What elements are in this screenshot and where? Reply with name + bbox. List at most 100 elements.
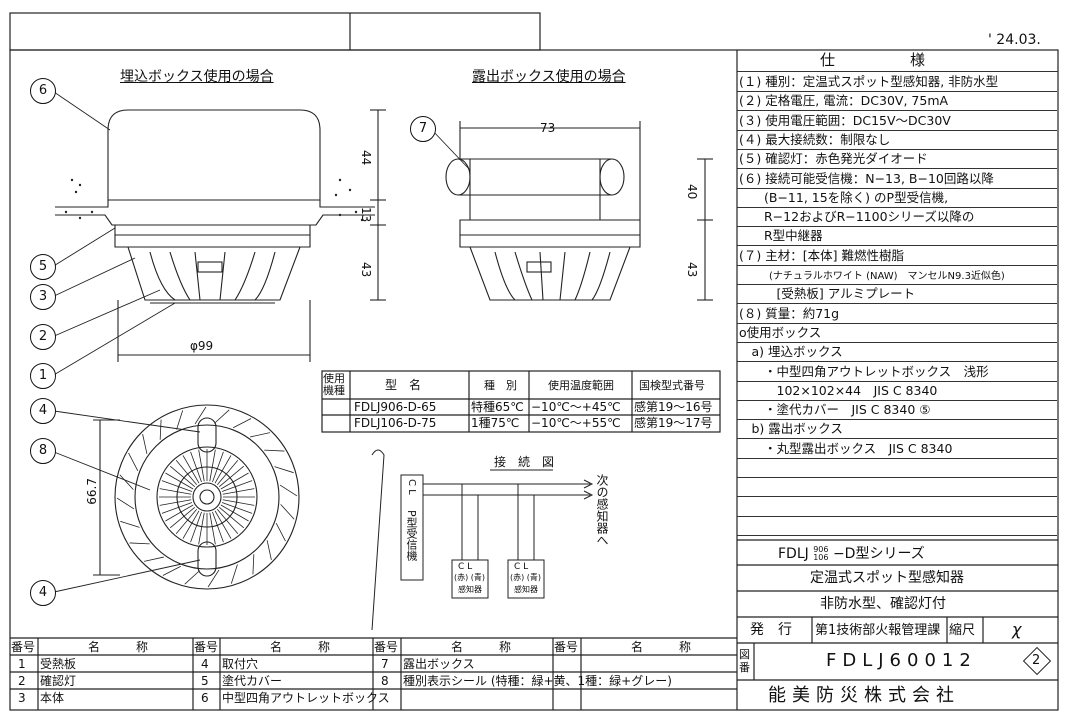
- outer-fin-line: [252, 554, 255, 575]
- model-header-use: 使用機種: [323, 372, 345, 397]
- model-header-temp: 使用温度範囲: [548, 379, 614, 392]
- spec-line-text: (４) 最大接続数：制限なし: [739, 131, 891, 147]
- spec-line-text: o使用ボックス: [739, 324, 822, 340]
- fin-line: [161, 480, 193, 492]
- outer-fin-line: [119, 474, 134, 490]
- callout-1: 1: [30, 363, 56, 389]
- fin-line: [220, 504, 249, 522]
- spec-line-text: (８) 質量：約71g: [739, 305, 840, 321]
- part-name: 受熱板: [40, 657, 77, 671]
- part-name: 種別表示シール (特種：緑+黄、1種：緑+グレー): [403, 674, 672, 688]
- fin-line: [169, 506, 196, 529]
- fin-line: [222, 499, 255, 506]
- outer-fin-line: [162, 565, 181, 576]
- outer-fin-line: [233, 418, 252, 429]
- outer-fin-line: [128, 452, 139, 471]
- outer-fin-line: [280, 504, 295, 520]
- outer-fin-line: [129, 542, 150, 545]
- spec-line-text: [受熱板] アルミプレート: [739, 286, 916, 302]
- part-number: 5: [201, 674, 209, 688]
- wiring-title: 接 続 図: [494, 455, 555, 469]
- series-bottom: 106: [813, 553, 829, 562]
- surface-mount-title: 露出ボックス使用の場合: [472, 69, 626, 85]
- spec-line-text: (７) 主材：[本体] 難燃性樹脂: [739, 247, 904, 263]
- model-header-type: 種 別: [484, 379, 517, 392]
- callout-7: 7: [410, 116, 436, 142]
- outer-fin-line: [275, 523, 286, 542]
- fin-line: [159, 488, 192, 495]
- part-name: 露出ボックス: [403, 657, 475, 671]
- parts-header-no: 番号: [194, 640, 219, 654]
- dim-40: 40: [685, 184, 699, 200]
- spec-line-text: ・中型四角アウトレットボックス 浅形: [739, 363, 989, 379]
- fin-line: [214, 455, 232, 484]
- model-row-2-cert: 感第19〜17号: [634, 416, 713, 430]
- outer-fin-line: [142, 434, 148, 454]
- fin-line: [169, 465, 196, 488]
- spec-line-text: ・丸型露出ボックス JIS C 8340: [739, 440, 953, 456]
- outer-fin-line: [250, 432, 270, 438]
- spec-line: b) 露出ボックス: [737, 419, 1057, 440]
- outer-fin-line: [279, 484, 298, 497]
- spec-line-text: (２) 定格電圧, 電流：DC30V, 75mA: [739, 93, 949, 109]
- fin-line: [222, 488, 255, 495]
- det2-label: 感知器: [514, 585, 538, 594]
- outer-fin-line: [176, 410, 184, 430]
- outer-fin-line: [116, 497, 135, 510]
- outer-fin-line: [120, 520, 140, 528]
- company-name: 能美防災株式会社: [768, 685, 960, 706]
- model-row-1-cert: 感第19〜16号: [634, 400, 713, 414]
- dim-44: 44: [359, 150, 373, 166]
- spec-line-text: (５) 確認灯：赤色発光ダイオード: [739, 151, 928, 167]
- issue-label: 発 行: [750, 622, 792, 638]
- part-name: 中型四角アウトレットボックス: [222, 691, 390, 705]
- dim-43-surface: 43: [685, 262, 699, 278]
- det1-colors: (赤) (青): [454, 573, 486, 582]
- fin-line: [182, 510, 200, 539]
- dim-73: 73: [540, 121, 556, 135]
- spec-line: (３) 使用電圧範囲：DC15V〜DC30V: [737, 111, 1057, 131]
- fin-line: [190, 511, 202, 543]
- spec-line: (１) 種別：定温式スポット型感知器, 非防水型: [737, 72, 1057, 92]
- model-row-2-name: FDLJ106-D-75: [354, 416, 437, 430]
- outer-fin-line: [144, 556, 164, 562]
- fin-line: [182, 455, 200, 484]
- callout-2: 2: [30, 324, 56, 350]
- fin-line: [161, 502, 193, 514]
- det2-colors: (赤) (青): [510, 573, 542, 582]
- spec-line: [受熱板] アルミプレート: [737, 284, 1057, 305]
- spec-line: (７) 主材：[本体] 難燃性樹脂: [737, 246, 1057, 266]
- spec-line-text: b) 露出ボックス: [739, 421, 843, 437]
- model-row-1-type: 特種65℃: [471, 400, 524, 414]
- part-name: 取付穴: [222, 657, 259, 671]
- det2-terminals: C L: [514, 562, 529, 572]
- model-row-2-type: 1種75℃: [471, 416, 520, 430]
- fin-line: [175, 508, 198, 535]
- fin-line: [221, 502, 253, 514]
- wall-hatching: [64, 178, 364, 222]
- spec-line-text: ・塗代カバー JIS C 8340 ⑤: [739, 402, 931, 418]
- spec-line: 102×102×44 JIS C 8340: [737, 381, 1057, 401]
- callout-8: 8: [30, 438, 56, 464]
- fin-line: [220, 472, 249, 490]
- fin-line: [175, 459, 198, 486]
- receiver-label: P型受信機: [405, 510, 418, 561]
- model-row-1-name: FDLJ906-D-65: [354, 400, 437, 414]
- outer-fin-line: [184, 570, 200, 585]
- part-name: 確認灯: [40, 674, 77, 688]
- part-number: 6: [201, 691, 209, 705]
- dim-43-flush: 43: [359, 262, 373, 278]
- callout-4-bottom: 4: [30, 580, 56, 606]
- spec-line-empty: [737, 516, 1057, 536]
- spec-line: o使用ボックス: [737, 323, 1057, 343]
- fin-line: [218, 465, 245, 488]
- spec-line-text: (６) 接続可能受信機：N−13, B−10回路以降: [739, 170, 994, 186]
- series-suffix: −D型シリーズ: [832, 546, 925, 562]
- parts-header-no: 番号: [554, 640, 579, 654]
- parts-header-name: 名 称: [270, 640, 331, 654]
- spec-line-text: a) 埋込ボックス: [739, 344, 843, 360]
- part-number: 1: [18, 657, 26, 671]
- spec-line: (B−11, 15を除く) のP型受信機,: [737, 188, 1057, 208]
- wiring-lines: [371, 449, 594, 631]
